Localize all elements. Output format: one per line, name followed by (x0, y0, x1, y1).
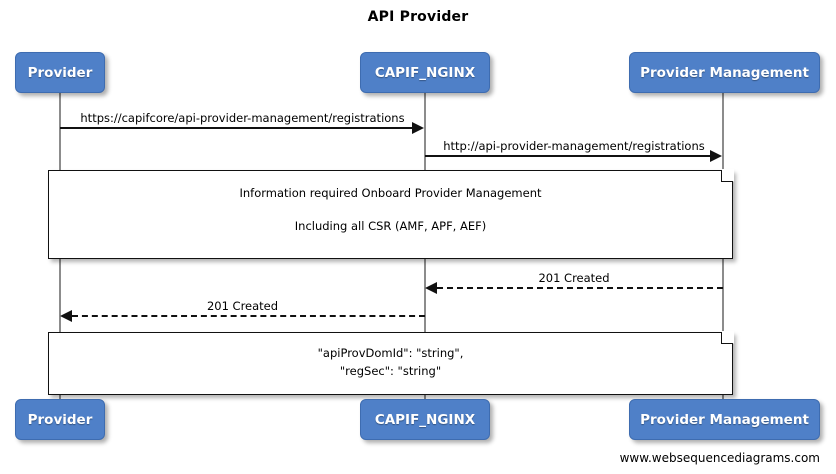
note-line-2-2: "regSec": "string" (339, 364, 442, 378)
note-line-1-2: Including all CSR (AMF, APF, AEF) (294, 219, 487, 233)
note-information-required: Information required Onboard Provider Ma… (48, 169, 734, 259)
message-arrowhead-2 (710, 150, 722, 162)
note-line-2-1: "apiProvDomId": "string", (317, 346, 464, 360)
note-response-body: "apiProvDomId": "string", "regSec": "str… (48, 331, 734, 395)
participant-provider-management-top[interactable]: Provider Management (629, 52, 820, 93)
participant-capif-nginx-label-top: CAPIF_NGINX (374, 64, 476, 81)
message-line-2 (425, 155, 710, 157)
participant-provider-bottom[interactable]: Provider (15, 399, 105, 440)
message-line-4 (72, 315, 425, 317)
message-label-3: 201 Created (538, 271, 610, 285)
note-fold-icon-1 (721, 170, 733, 182)
participant-provider-management-label-top: Provider Management (640, 64, 809, 81)
note-line-1-1: Information required Onboard Provider Ma… (239, 186, 542, 200)
message-label-4: 201 Created (206, 299, 279, 313)
participant-capif-nginx-label-bottom: CAPIF_NGINX (374, 411, 476, 428)
message-label-1: https://capifcore/api-provider-managemen… (80, 111, 405, 125)
watermark-footer: www.websequencediagrams.com (619, 451, 820, 465)
diagram-title: API Provider (367, 9, 469, 25)
message-arrowhead-4 (60, 310, 72, 322)
message-arrowhead-3 (425, 282, 437, 294)
participant-provider-top[interactable]: Provider (15, 52, 105, 93)
participant-provider-management-label-bottom: Provider Management (640, 411, 809, 428)
message-label-2: http://api-provider-management/registrat… (443, 139, 705, 153)
message-line-3 (437, 287, 723, 289)
note-fold-icon-2 (721, 332, 733, 344)
participant-provider-label-top: Provider (27, 64, 93, 81)
participant-provider-management-bottom[interactable]: Provider Management (629, 399, 820, 440)
participant-provider-label-bottom: Provider (27, 411, 93, 428)
message-arrowhead-1 (412, 122, 424, 134)
participant-capif-nginx-top[interactable]: CAPIF_NGINX (360, 52, 490, 93)
participant-capif-nginx-bottom[interactable]: CAPIF_NGINX (360, 399, 490, 440)
message-line-1 (60, 127, 412, 129)
